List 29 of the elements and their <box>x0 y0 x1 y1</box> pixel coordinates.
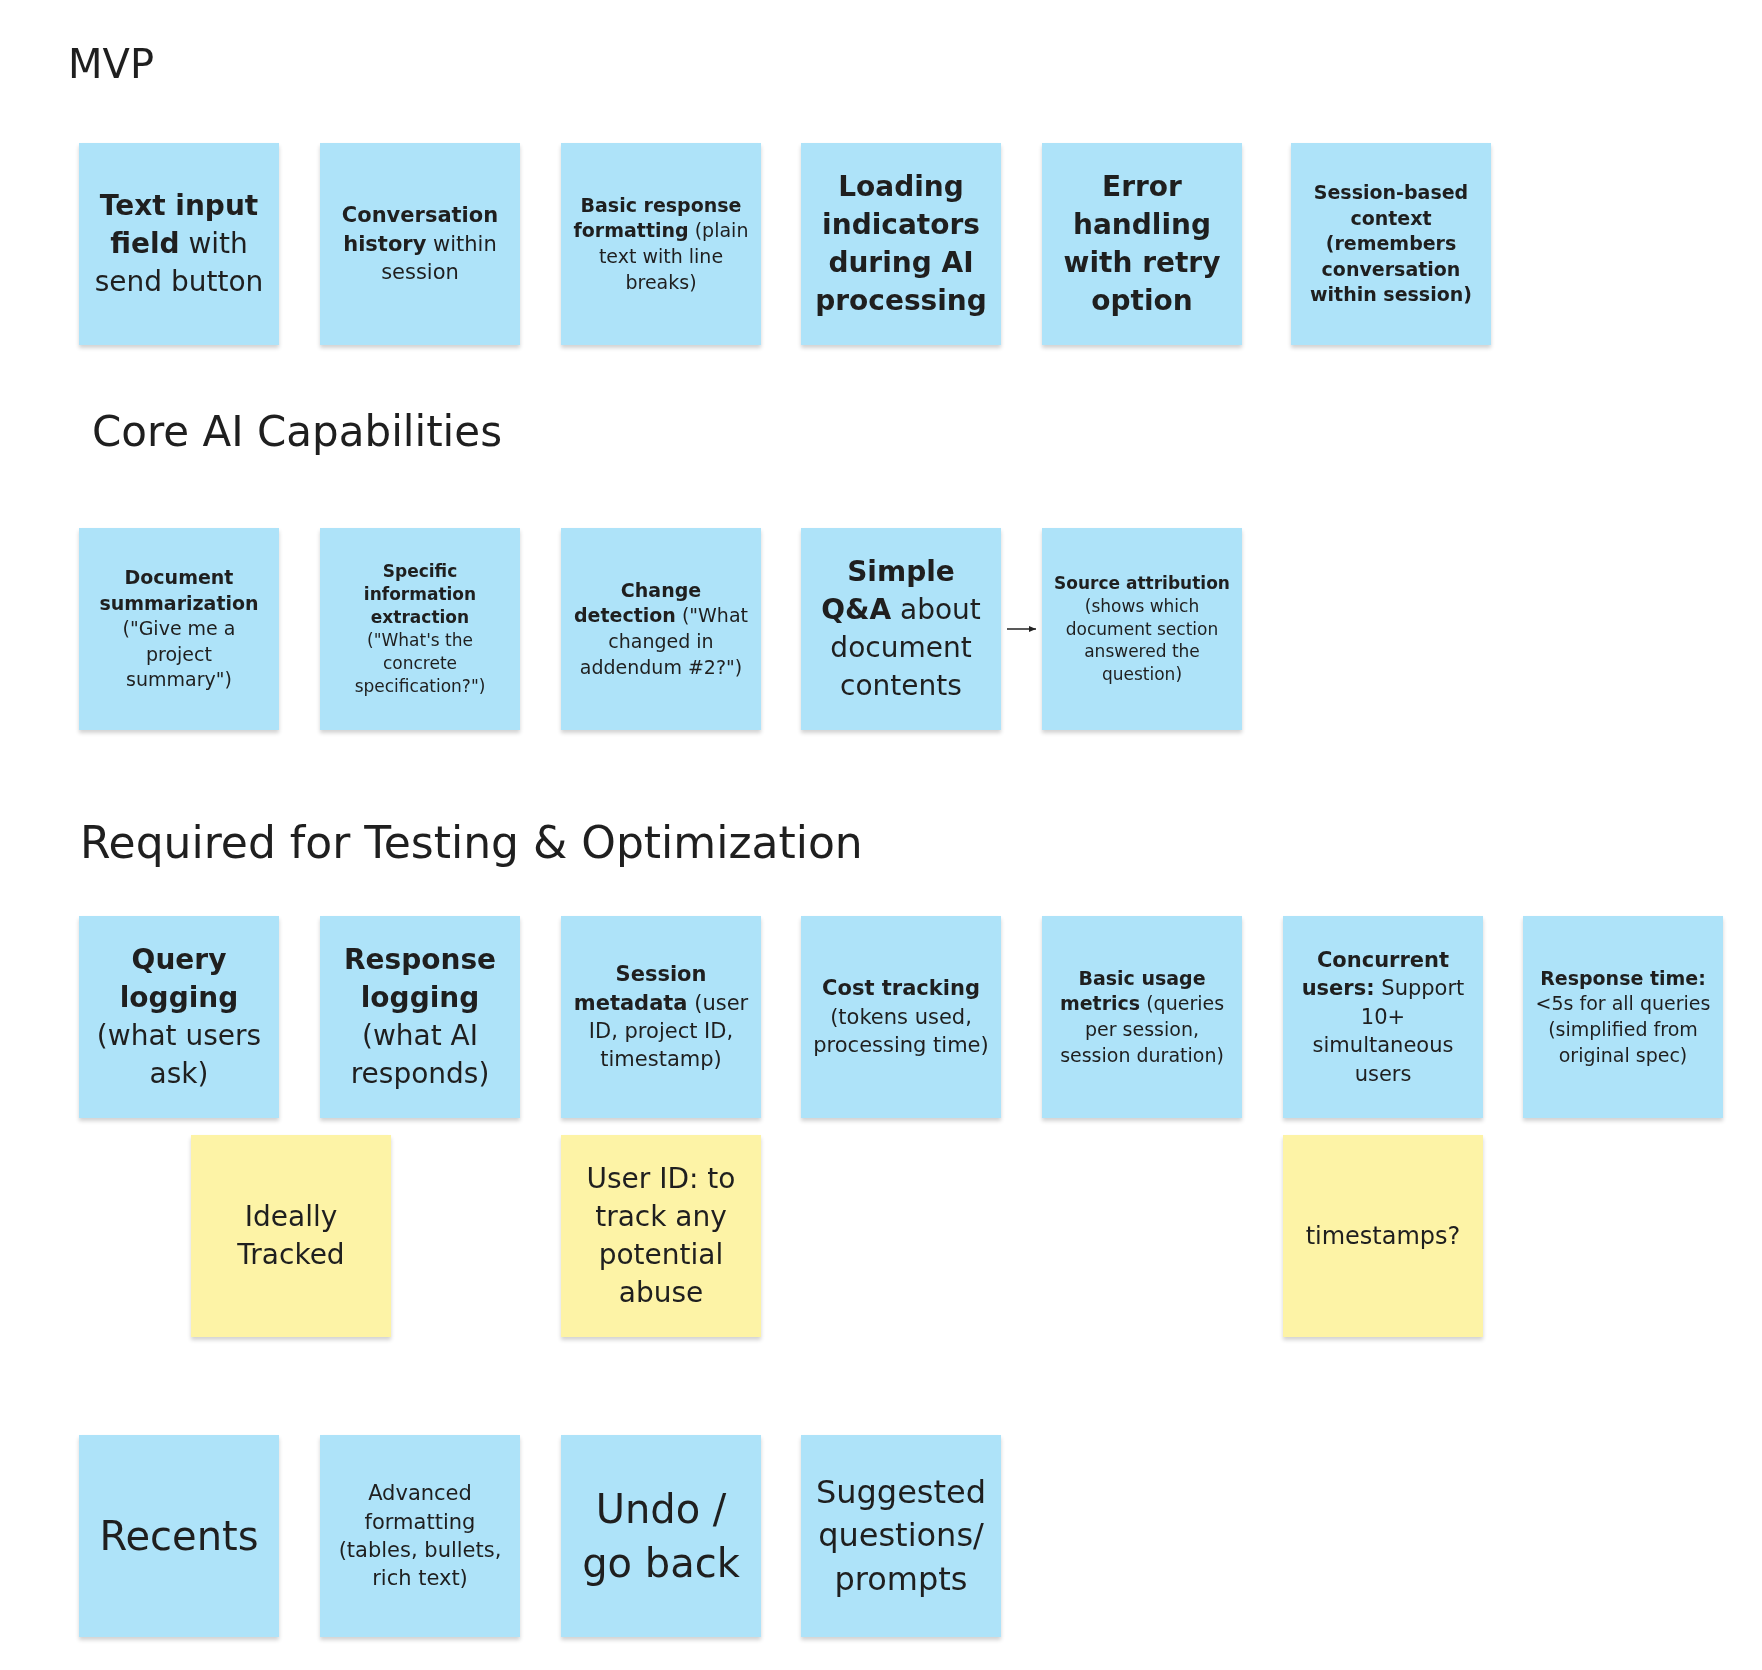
sticky-note: timestamps? <box>1283 1135 1483 1337</box>
feature-card: Source attribution (shows which document section answered the question) <box>1042 528 1242 730</box>
section-heading: Core AI Capabilities <box>92 406 502 458</box>
feature-card: Advanced formatting (tables, bullets, rich text) <box>320 1435 520 1637</box>
feature-card: Specific information extraction ("What's the concrete specification?") <box>320 528 520 730</box>
feature-card: Undo / go back <box>561 1435 761 1637</box>
feature-card: Session metadata (user ID, project ID, timestamp) <box>561 916 761 1118</box>
section-heading: Required for Testing & Optimization <box>80 816 863 870</box>
feature-card: Session-based context (remembers conversation within session) <box>1291 143 1491 345</box>
feature-card: Simple Q&A about document contents <box>801 528 1001 730</box>
feature-card: Cost tracking (tokens used, processing time) <box>801 916 1001 1118</box>
feature-card: Response time: <5s for all queries (simplified from original spec) <box>1523 916 1723 1118</box>
arrow <box>1006 626 1037 632</box>
feature-card: Basic response formatting (plain text with line breaks) <box>561 143 761 345</box>
feature-card: Basic usage metrics (queries per session, session duration) <box>1042 916 1242 1118</box>
sticky-note: User ID: to track any potential abuse <box>561 1135 761 1337</box>
feature-card: Suggested questions/ prompts <box>801 1435 1001 1637</box>
feature-card: Change detection ("What changed in addendum #2?") <box>561 528 761 730</box>
feature-card: Text input field with send button <box>79 143 279 345</box>
feature-card: Error handling with retry option <box>1042 143 1242 345</box>
section-heading: MVP <box>68 40 154 89</box>
feature-card: Recents <box>79 1435 279 1637</box>
feature-card: Loading indicators during AI processing <box>801 143 1001 345</box>
sticky-note: Ideally Tracked <box>191 1135 391 1337</box>
feature-card: Document summarization ("Give me a project summary") <box>79 528 279 730</box>
feature-card: Response logging (what AI responds) <box>320 916 520 1118</box>
feature-card: Concurrent users: Support 10+ simultaneous users <box>1283 916 1483 1118</box>
feature-card: Query logging (what users ask) <box>79 916 279 1118</box>
feature-card: Conversation history within session <box>320 143 520 345</box>
